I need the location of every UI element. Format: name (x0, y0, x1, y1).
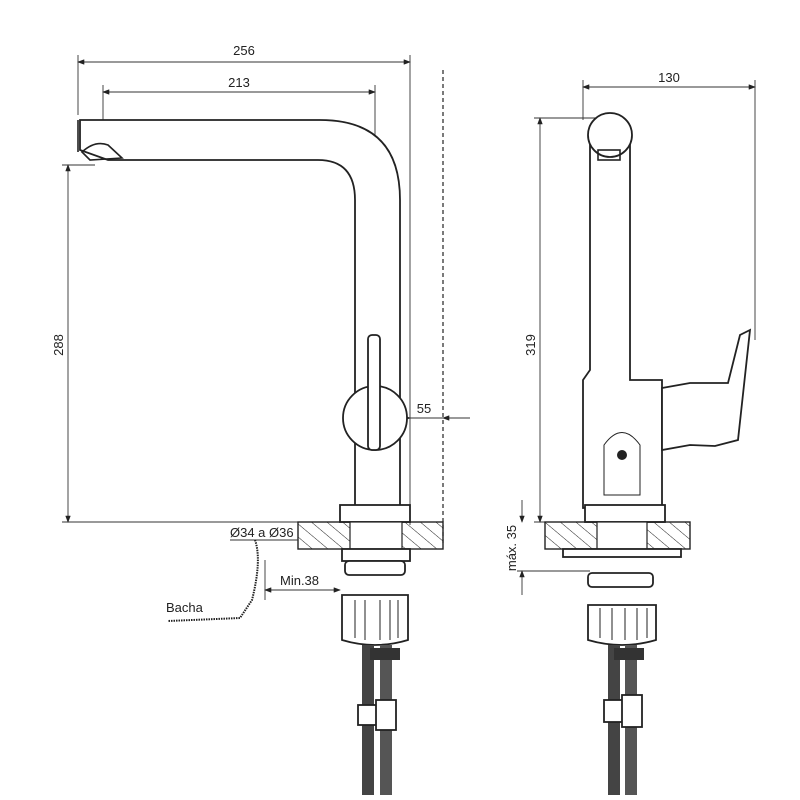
dimension-depth: 130 (582, 70, 756, 340)
fixing-plate (341, 548, 411, 562)
dimension-max-counter-thickness: máx. 35 (504, 500, 590, 595)
overall-reach-label: 256 (233, 43, 255, 58)
total-height-label: 319 (523, 334, 538, 356)
hole-diameter-label: Ø34 a Ø36 (230, 525, 294, 540)
side-supply-hoses (603, 645, 644, 795)
side-fixing-plate (562, 548, 682, 558)
max-thickness-label: máx. 35 (504, 525, 519, 571)
side-fixing-nut (587, 604, 657, 646)
supply-hoses (357, 645, 400, 795)
body-offset-label: 55 (417, 401, 431, 416)
dimension-spout-reach: 213 (102, 75, 376, 330)
aerator (77, 120, 124, 161)
side-base-plate (584, 504, 666, 523)
side-view: 130 319 máx. 35 (504, 70, 756, 795)
lever-handle (367, 334, 381, 451)
fixing-nut-ring (344, 560, 406, 576)
dimension-overall-reach: 256 (77, 43, 411, 525)
spout-outline (79, 119, 401, 509)
dimension-body-offset: 55 (400, 401, 470, 421)
dimension-total-height: 319 (523, 117, 600, 523)
min-clearance-label: Min.38 (280, 573, 319, 588)
side-handle (661, 328, 752, 452)
dimension-spout-height: 288 (51, 164, 340, 523)
depth-label: 130 (658, 70, 680, 85)
fixing-nut (341, 594, 409, 646)
logo-plate (603, 432, 641, 496)
base-plate (339, 504, 411, 523)
front-view: 256 213 288 55 (51, 43, 470, 795)
sink-label: Bacha (166, 600, 204, 615)
sink-leader-line (167, 539, 259, 622)
spout-height-label: 288 (51, 334, 66, 356)
spout-top (587, 112, 633, 158)
spout-reach-label: 213 (228, 75, 250, 90)
